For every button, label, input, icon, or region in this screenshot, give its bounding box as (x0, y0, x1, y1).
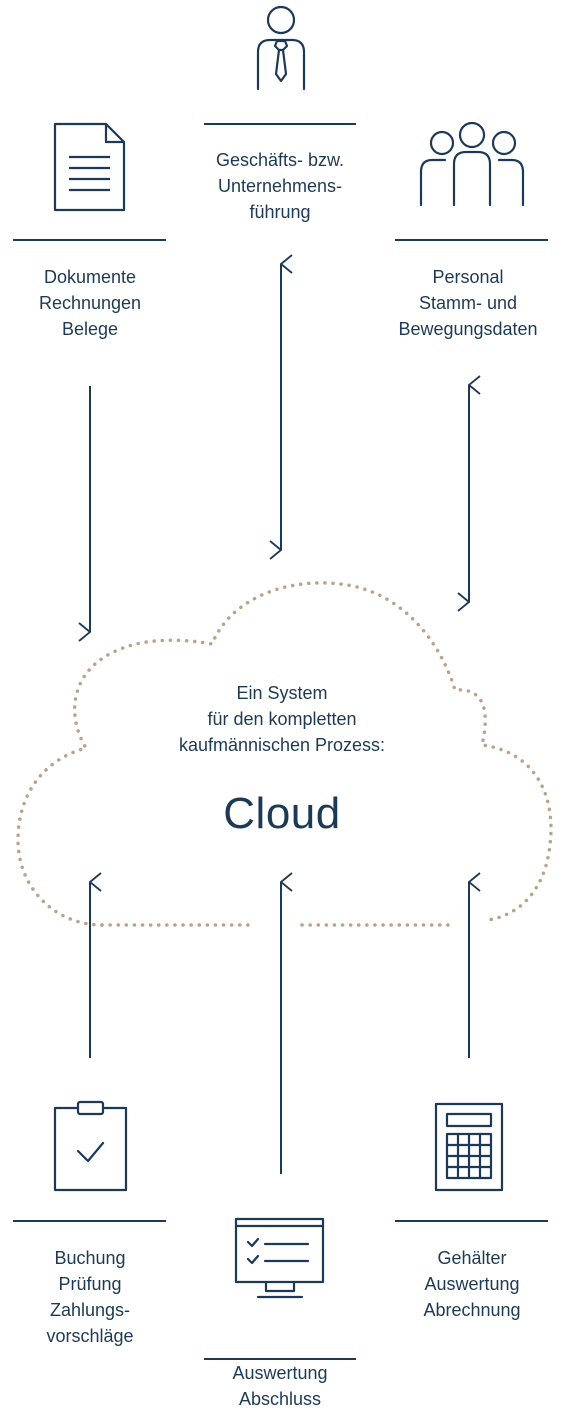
bottom-left-node: Buchung Prüfung Zahlungs- vorschläge (0, 1245, 180, 1349)
team-icon (419, 121, 525, 207)
label-line: vorschläge (46, 1326, 134, 1346)
top-center-node: Geschäfts- bzw. Unternehmens- führung (180, 147, 380, 225)
personal-label: Personal Stamm- und Bewegungsdaten (372, 264, 564, 342)
cloud-line: Ein System (236, 683, 328, 703)
label-line: Auswertung (232, 1363, 328, 1383)
label-line: Personal (432, 267, 504, 287)
label-line: Stamm- und (418, 293, 518, 313)
calculator-icon (434, 1102, 504, 1192)
label-line: Rechnungen (38, 293, 142, 313)
management-label: Geschäfts- bzw. Unternehmens- führung (180, 147, 380, 225)
label-line: Bewegungsdaten (398, 319, 538, 339)
label-line: Dokumente (43, 267, 137, 287)
cloud-description: Ein System für den kompletten kaufmännis… (0, 680, 564, 758)
top-left-node: Dokumente Rechnungen Belege (0, 264, 180, 342)
label-line: Belege (61, 319, 119, 339)
label-line: führung (249, 202, 311, 222)
label-line: Geschäfts- bzw. (215, 150, 345, 170)
salaries-label: Gehälter Auswertung Abrechnung (382, 1245, 562, 1323)
label-line: Gehälter (437, 1248, 507, 1268)
label-line: Unternehmens- (217, 176, 343, 196)
cloud-line: kaufmännischen Prozess: (178, 735, 386, 755)
clipboard-check-icon (53, 1100, 128, 1192)
evaluation-label: Auswertung Abschluss (180, 1360, 380, 1412)
cloud-line: für den kompletten (207, 709, 357, 729)
documents-label: Dokumente Rechnungen Belege (0, 264, 180, 342)
top-right-node: Personal Stamm- und Bewegungsdaten (372, 264, 564, 342)
cloud-outline (16, 581, 553, 927)
label-line: Abschluss (238, 1389, 322, 1409)
document-icon (53, 122, 126, 212)
cloud-title: Cloud (223, 789, 341, 838)
booking-label: Buchung Prüfung Zahlungs- vorschläge (0, 1245, 180, 1349)
bottom-center-node: Auswertung Abschluss (180, 1360, 380, 1412)
monitor-checklist-icon (234, 1217, 325, 1299)
bottom-right-node: Gehälter Auswertung Abrechnung (382, 1245, 562, 1323)
label-line: Abrechnung (423, 1300, 521, 1320)
label-line: Prüfung (58, 1274, 122, 1294)
businessman-icon (256, 5, 306, 91)
label-line: Buchung (54, 1248, 126, 1268)
label-line: Auswertung (424, 1274, 520, 1294)
label-line: Zahlungs- (49, 1300, 131, 1320)
